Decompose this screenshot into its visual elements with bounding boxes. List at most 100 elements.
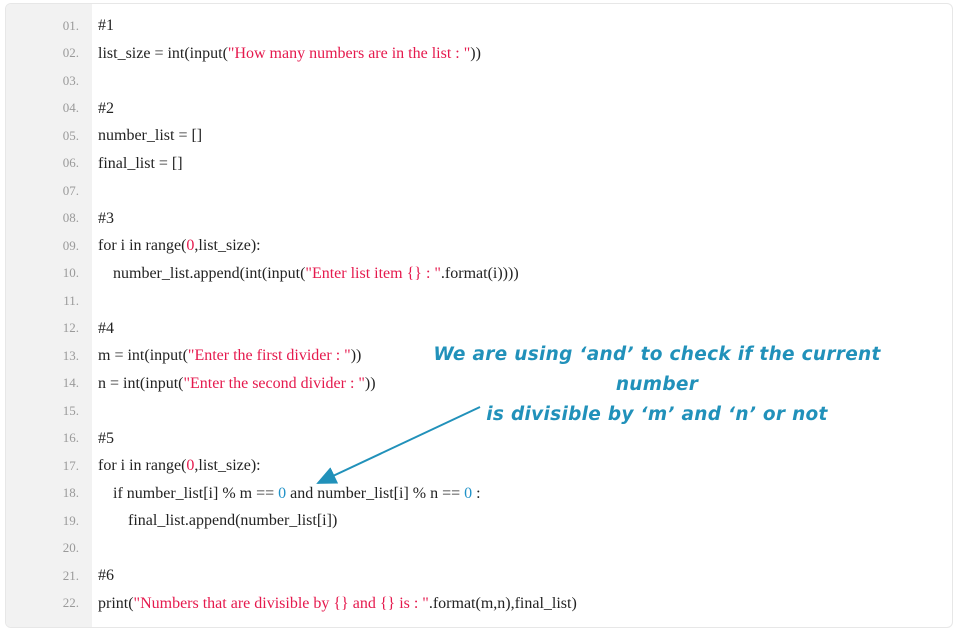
line-number: 19. [62,512,79,528]
code-segment: 0 [186,457,195,474]
code-segment: for i in range( [98,237,187,254]
line-number-gutter [6,4,92,627]
code-line: 21. #6 [6,562,952,590]
code-segment: m = int(input( [98,347,188,364]
code-segment: "Enter the second divider : " [183,374,365,392]
annotation-arrow-icon [316,406,481,484]
code-segment: ,list_size): [194,457,261,474]
code-line: 19. final_list.append(number_list[i]) [6,507,952,535]
code-text: final_list = [] [92,150,952,178]
code-segment: #1 [98,17,114,34]
code-segment: #4 [98,319,114,337]
line-number: 18. [62,485,79,501]
code-text: number_list = [] [92,122,952,150]
code-segment: final_list.append(number_list[i]) [128,512,338,529]
line-number: 04. [62,100,79,116]
code-text: number_list.append(int(input("Enter list… [92,260,952,288]
code-segment: 0 [278,484,287,502]
code-line: 17. for i in range(0,list_size): [6,452,952,480]
line-number: 21. [62,567,79,583]
code-line: 22. print("Numbers that are divisible by… [6,590,952,618]
code-line: 16. #5 [6,425,952,453]
code-segment: : [472,484,481,502]
code-segment: print( [98,594,134,612]
code-line: 06. final_list = [] [6,150,952,178]
code-text: m = int(input("Enter the first divider :… [92,342,952,370]
line-number: 10. [62,265,79,281]
code-line: 12. #4 [6,315,952,343]
code-line: 03. [6,67,952,95]
line-number: 03. [62,72,79,88]
line-number: 14. [62,375,79,391]
line-number: 08. [62,210,79,226]
code-segment: if number_list[i] % m == [113,484,279,502]
code-segment: ,list_size): [194,237,261,254]
code-line: 08. #3 [6,205,952,233]
code-segment: number_list.append(int(input( [113,264,306,282]
code-segment: #6 [98,567,114,584]
code-segment: 0 [464,484,473,502]
code-text: for i in range(0,list_size): [92,232,952,260]
code-text: #4 [92,315,952,343]
code-segment: )) [364,374,376,392]
code-segment: "How many numbers are in the list : " [227,44,471,62]
line-number: 20. [62,540,79,556]
line-number: 06. [62,155,79,171]
line-number: 22. [62,595,79,611]
code-line: 11. [6,287,952,315]
annotation-line1: We are using ‘and’ to check if the curre… [433,344,881,395]
code-line: 01. #1 [6,12,952,40]
line-number: 07. [62,182,79,198]
code-segment: number_list = [] [98,127,203,144]
code-segment: 0 [186,237,195,254]
line-number: 05. [62,127,79,143]
code-segment: #2 [98,99,114,117]
code-line: 07. [6,177,952,205]
code-text: list_size = int(input("How many numbers … [92,40,952,68]
code-segment: list_size = int(input( [98,44,228,62]
code-text: #5 [92,425,952,453]
line-number: 13. [62,347,79,363]
code-line: 02. list_size = int(input("How many numb… [6,40,952,68]
code-segment: )) [470,44,481,62]
code-text: #2 [92,95,952,123]
code-line: 14. n = int(input("Enter the second divi… [6,370,952,398]
code-segment: final_list = [] [98,154,183,172]
code-segment: .format(i)))) [440,264,519,282]
code-line: 18. if number_list[i] % m == 0 and numbe… [6,480,952,508]
code-text: for i in range(0,list_size): [92,452,952,480]
line-number: 15. [62,402,79,418]
line-number: 02. [62,45,79,61]
code-segment: #5 [98,429,114,447]
code-segment: #3 [98,209,114,227]
code-line: 20. [6,535,952,563]
line-number: 09. [62,237,79,253]
line-number: 16. [62,430,79,446]
line-number: 17. [62,457,79,473]
code-line: 05. number_list = [] [6,122,952,150]
code-listing: 01. #1 02. list_size = int(input("How ma… [6,4,952,617]
code-line: 10. number_list.append(int(input("Enter … [6,260,952,288]
code-line: 04. #2 [6,95,952,123]
code-text: print("Numbers that are divisible by {} … [92,590,952,618]
code-segment: "Numbers that are divisible by {} and {}… [133,594,429,612]
code-segment: )) [350,347,362,364]
line-number: 12. [62,320,79,336]
line-number: 11. [63,292,79,308]
line-number: 01. [62,17,79,33]
annotation-line2: is divisible by ‘m’ and ‘n’ or not [486,404,828,425]
code-text: #3 [92,205,952,233]
code-line: 09. for i in range(0,list_size): [6,232,952,260]
code-segment: "Enter the first divider : " [187,347,351,364]
code-text: n = int(input("Enter the second divider … [92,370,952,398]
code-line: 13. m = int(input("Enter the first divid… [6,342,952,370]
code-segment: .format(m,n),final_list) [428,594,577,612]
code-text: #1 [92,12,952,40]
code-segment: n = int(input( [98,374,184,392]
code-text: final_list.append(number_list[i]) [92,507,952,535]
code-segment: for i in range( [98,457,187,474]
code-text: #6 [92,562,952,590]
code-line: 15. [6,397,952,425]
code-segment: "Enter list item {} : " [305,264,441,282]
code-segment: and number_list[i] % n == [286,484,465,502]
